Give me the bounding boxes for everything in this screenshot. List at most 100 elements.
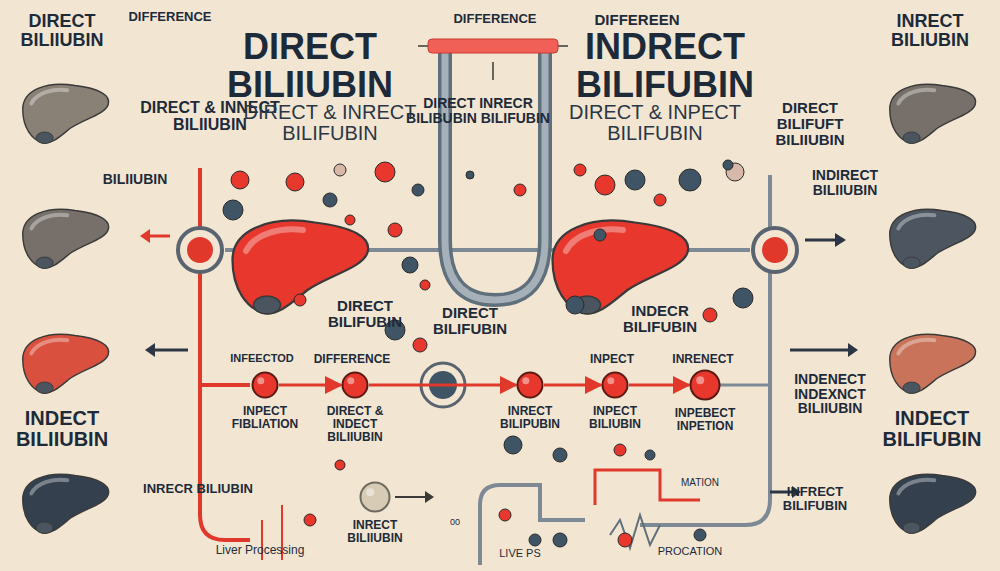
bilirubin-ball <box>618 533 632 547</box>
bilirubin-circle-node: INRECT BILIPUBIN <box>516 371 544 399</box>
red-bar <box>418 39 568 80</box>
liver-icon <box>23 474 109 533</box>
bilirubin-circle-node: INPECT BILIUBIN <box>601 371 629 399</box>
bilirubin-ball <box>323 193 337 207</box>
bilirubin-ball <box>645 450 655 460</box>
text-label: 00 <box>440 518 470 527</box>
bilirubin-ball <box>733 288 753 308</box>
text-label: DIRECT & INRECT BILIFUBIN <box>230 102 430 144</box>
text-label: DIFFERENCE <box>110 10 230 24</box>
bilirubin-ball <box>703 308 717 322</box>
circle-outline <box>359 481 391 513</box>
ring-core <box>187 237 213 263</box>
text-label: INDECR BILIFUBIN <box>605 303 715 335</box>
text-label: DIRECT BILIFUFT BILIIUBIN <box>755 100 865 147</box>
text-label: INFEECTOD <box>212 353 312 365</box>
liver-icons <box>23 84 976 533</box>
arrow-head <box>140 229 150 243</box>
text-label: INRECR BILIUBIN <box>143 482 253 496</box>
flow-arrow <box>629 384 689 387</box>
circle-shape <box>691 371 720 400</box>
bilirubin-ball <box>723 160 733 170</box>
arrow-head <box>425 491 434 503</box>
ring <box>178 228 222 272</box>
liver-icon <box>23 334 109 393</box>
bilirubin-ball <box>335 460 345 470</box>
arrow-line <box>155 349 188 352</box>
bilirubin-ball <box>334 164 346 176</box>
grey-flow-line <box>480 485 585 565</box>
bilirubin-circle-node: INRECT BILIIUBIN <box>359 481 391 513</box>
circle-shape <box>361 483 390 512</box>
node-label: INPEBECT INPETION <box>663 407 747 433</box>
wave-line <box>610 515 660 548</box>
bilirubin-ball <box>412 184 424 196</box>
circle-shape <box>518 373 543 398</box>
bilirubin-ball <box>566 296 584 314</box>
text-label: INDECT BILIFUBIN <box>870 408 995 450</box>
bilirubin-ball <box>223 200 243 220</box>
grey-flow-line <box>720 384 770 387</box>
bilirubin-molecules <box>223 160 753 547</box>
bilirubin-ball <box>402 257 418 273</box>
text-label: BILIIUBIN <box>85 172 185 187</box>
text-label: DIRECT BILIFUBIN <box>310 298 420 330</box>
liver-icon <box>23 209 109 268</box>
node-label: DIRECT & INDECT BILIIUBIN <box>310 405 400 445</box>
text-label: LIVE PS <box>480 548 560 560</box>
circle-highlight <box>366 488 374 496</box>
text-label: DIFFERENCE <box>302 353 402 366</box>
text-label: DIFFERENCE <box>440 12 550 26</box>
text-label: INDIRECT BILIIUBIN <box>780 168 910 197</box>
circle-outline <box>341 371 369 399</box>
liver-icon <box>890 474 976 533</box>
node-label: INRECT BILIIUBIN <box>325 519 425 545</box>
text-label: Liver Processing <box>195 544 325 557</box>
text-label: INPECT <box>572 353 652 366</box>
bilirubin-ball <box>514 184 526 196</box>
bilirubin-ball <box>595 175 615 195</box>
circle-outline <box>689 369 721 401</box>
liver-icon <box>890 84 976 143</box>
bilirubin-ball <box>345 215 355 225</box>
node-label: INPECT BILIUBIN <box>573 405 657 431</box>
text-label: INDECT BILIIUBIN <box>0 408 125 450</box>
bilirubin-ball <box>594 229 606 241</box>
circle-highlight <box>347 377 354 384</box>
liver-icon <box>890 209 976 268</box>
ring <box>753 228 797 272</box>
text-label: DIRECT BILIIUBIN <box>0 12 125 50</box>
arrow-line <box>805 239 835 242</box>
bilirubin-ball <box>679 169 701 191</box>
bilirubin-ball <box>654 194 666 206</box>
u-pipe-inner <box>445 40 545 300</box>
bilirubin-ball <box>286 173 304 191</box>
liver-icon <box>890 334 976 393</box>
arrow-head <box>835 233 846 247</box>
text-label: DIRECT & INPECT BILIFUBIN <box>555 102 755 144</box>
text-label: DIRECT BILIIUBIN <box>170 28 450 104</box>
bilirubin-ball <box>694 529 706 541</box>
red-flow-line <box>200 383 250 387</box>
circle-highlight <box>522 377 529 384</box>
bilirubin-circle-node: DIRECT & INDECT BILIIUBIN <box>341 371 369 399</box>
text-label: DIRECT BILIFUBIN <box>415 305 525 337</box>
text-label: INDENECT INDEXNCT BILIIUBIN <box>780 372 880 416</box>
bar <box>428 39 558 53</box>
bilirubin-ball <box>388 223 402 237</box>
liver-icon <box>23 84 109 143</box>
flow-arrow <box>369 384 516 387</box>
bilirubin-ball <box>294 294 306 306</box>
bilirubin-ball <box>553 448 567 462</box>
text-label: INFRECT BILIFUBIN <box>755 485 875 512</box>
bilirubin-ball <box>499 509 511 521</box>
flow-arrow <box>279 384 341 387</box>
node-label: INPECT FIBLIATION <box>220 405 310 431</box>
text-label: INRENECT <box>658 353 748 366</box>
circle-shape <box>603 373 628 398</box>
bilirubin-ball <box>504 436 522 454</box>
bilirubin-circle-node: INPEBECT INPETION <box>689 369 721 401</box>
arrow-line <box>150 235 170 238</box>
circle-highlight <box>696 376 704 384</box>
flow-pipes <box>200 40 770 565</box>
